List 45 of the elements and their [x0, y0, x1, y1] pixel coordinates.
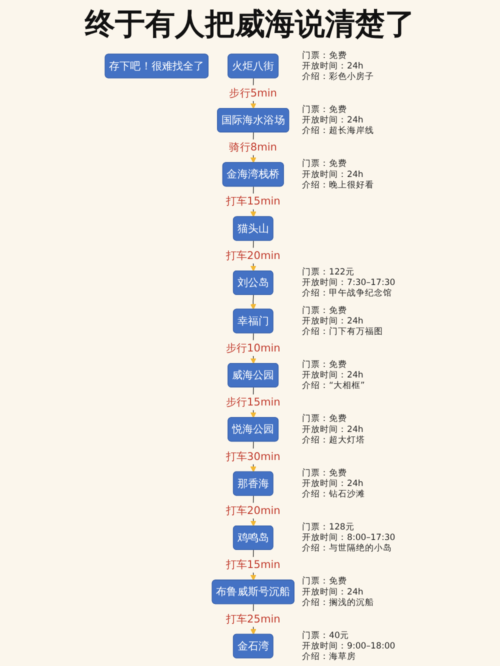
info-text: 门票：免费 [302, 576, 347, 587]
info-text: 开放时间：24h [302, 587, 364, 598]
edge-label: 打车30min [226, 450, 280, 462]
edge-label: 骑行8min [229, 140, 278, 154]
info-text: 开放时间：8:00–17:30 [302, 533, 396, 544]
info-text: 开放时间：24h [302, 316, 364, 326]
info-text: 门票：免费 [302, 50, 347, 61]
info-text: 开放时间：9:00–18:00 [302, 642, 396, 652]
edge-label: 步行5min [229, 86, 278, 100]
info-text: 门票：40元 [302, 630, 349, 641]
info-text: 门票：128元 [302, 522, 354, 533]
info-text: 开放时间：24h [302, 424, 364, 435]
info-text: 介绍：海草房 [302, 652, 356, 662]
info-text: 介绍：超长海岸线 [302, 126, 374, 136]
info-text: 开放时间：24h [302, 61, 364, 72]
info-text: 门票：免费 [302, 306, 347, 316]
info-text: 介绍：钻石沙滩 [302, 490, 365, 500]
info-text: 门票：免费 [302, 105, 347, 116]
edge-label: 步行15min [226, 396, 280, 408]
info-text: 介绍：搁浅的沉船 [302, 598, 374, 608]
info-text: 开放时间：24h [302, 116, 364, 126]
info-text: 门票：免费 [302, 414, 347, 424]
arrow [250, 294, 256, 310]
info-text: 介绍：门下有万福图 [302, 327, 383, 338]
info-text: 介绍：甲午战争纪念馆 [302, 288, 392, 299]
info-text: 开放时间：7:30–17:30 [302, 278, 396, 288]
info-text: 门票：免费 [302, 468, 347, 478]
edge-label: 打车25min [226, 612, 280, 625]
info-text: 介绍：彩色小房子 [302, 72, 374, 82]
info-text: 开放时间：24h [302, 170, 364, 180]
info-text: 开放时间：24h [302, 478, 364, 489]
info-text: 门票：免费 [302, 360, 347, 370]
info-text: 开放时间：24h [302, 370, 364, 381]
info-text: 介绍：晚上很好看 [302, 180, 374, 190]
edge-label: 打车20min [226, 249, 280, 262]
info-text: 介绍：超大灯塔 [302, 435, 365, 446]
edge-label: 打车20min [226, 504, 280, 517]
info-text: 门票：免费 [302, 159, 347, 170]
info-text: 介绍：与世隔绝的小岛 [302, 544, 392, 554]
info-text: 门票：122元 [302, 268, 354, 278]
info-text: 介绍：“大相框” [302, 381, 365, 392]
edge-label: 打车15min [226, 194, 280, 208]
title: 终于有人把威海说清楚了 [85, 6, 415, 44]
edge-label: 打车15min [226, 558, 280, 571]
edge-label: 步行10min [226, 342, 280, 354]
